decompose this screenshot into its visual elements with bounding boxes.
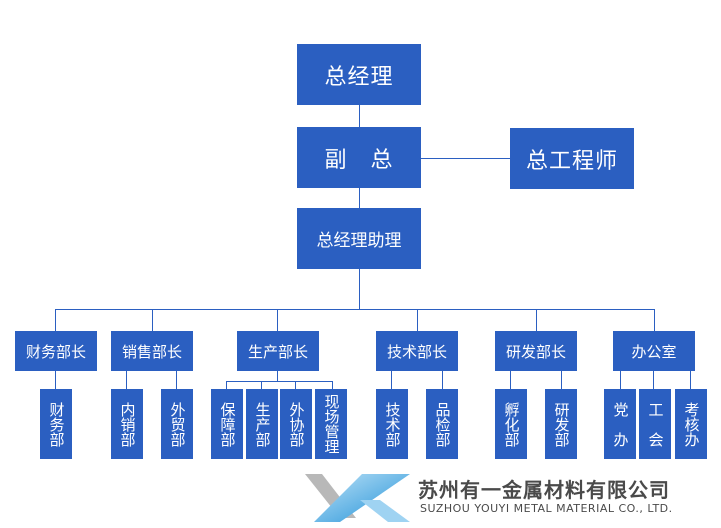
node-sales-head: 销售部长 [111, 331, 193, 371]
node-assessment-office: 考核办 [675, 389, 707, 459]
connector-rnd-sub-1 [510, 371, 511, 389]
node-incubation-dept: 孵化部 [495, 389, 527, 459]
connector-sales-sub-1 [126, 371, 127, 389]
department-bus-line [55, 309, 654, 310]
company-name-cn: 苏州有一金属材料有限公司 [418, 478, 670, 502]
connector-tech-sub-2 [442, 371, 443, 389]
connector-finance-head [55, 309, 56, 331]
node-finance-head: 财务部长 [15, 331, 97, 371]
connector-office-sub-3 [690, 371, 691, 389]
connector-rnd-sub-2 [561, 371, 562, 389]
node-outsourcing-dept: 外协部 [280, 389, 312, 459]
connector-rnd-head [536, 309, 537, 331]
connector-deputy-assistant [359, 188, 360, 208]
node-domestic-sales: 内销部 [111, 389, 143, 459]
node-production-dept: 生产部 [246, 389, 278, 459]
connector-office-sub-1 [620, 371, 621, 389]
connector-production-sub-2 [261, 381, 262, 389]
connector-office-head [654, 309, 655, 331]
connector-office-sub-2 [653, 371, 654, 389]
node-gm-assistant: 总经理助理 [297, 208, 421, 269]
company-logo [305, 474, 410, 522]
node-qc-dept: 品检部 [426, 389, 458, 459]
node-production-head: 生产部长 [237, 331, 319, 371]
logo-blue-stroke-2 [360, 500, 410, 522]
connector-gm-deputy [359, 105, 360, 127]
node-deputy-general-manager: 副 总 [297, 127, 421, 188]
connector-deputy-chief-engineer [421, 158, 510, 159]
connector-production-stem [277, 371, 278, 381]
connector-sales-sub-2 [176, 371, 177, 389]
connector-assistant-bus [359, 269, 360, 309]
connector-production-head [277, 309, 278, 331]
connector-sales-head [152, 309, 153, 331]
node-support-dept: 保障部 [211, 389, 243, 459]
company-name-en: SUZHOU YOUYI METAL MATERIAL CO., LTD. [420, 502, 673, 515]
node-rnd-dept: 研发部 [545, 389, 577, 459]
node-general-manager: 总经理 [297, 44, 421, 105]
node-labor-union: 工 会 [639, 389, 671, 459]
connector-finance-sub [55, 371, 56, 389]
node-tech-dept: 技术部 [376, 389, 408, 459]
node-tech-head: 技术部长 [376, 331, 458, 371]
node-rnd-head: 研发部长 [495, 331, 577, 371]
connector-tech-sub-1 [391, 371, 392, 389]
node-site-management: 现场管理 [315, 389, 347, 459]
node-party-office: 党 办 [604, 389, 636, 459]
node-finance-dept: 财务部 [40, 389, 72, 459]
connector-production-sub-3 [295, 381, 296, 389]
connector-production-sub-4 [332, 381, 333, 389]
node-chief-engineer: 总工程师 [510, 128, 634, 189]
logo-blue-stroke [314, 474, 410, 522]
connector-production-bus [226, 381, 333, 382]
connector-tech-head [417, 309, 418, 331]
node-office-head: 办公室 [613, 331, 695, 371]
node-foreign-trade: 外贸部 [161, 389, 193, 459]
connector-production-sub-1 [226, 381, 227, 389]
